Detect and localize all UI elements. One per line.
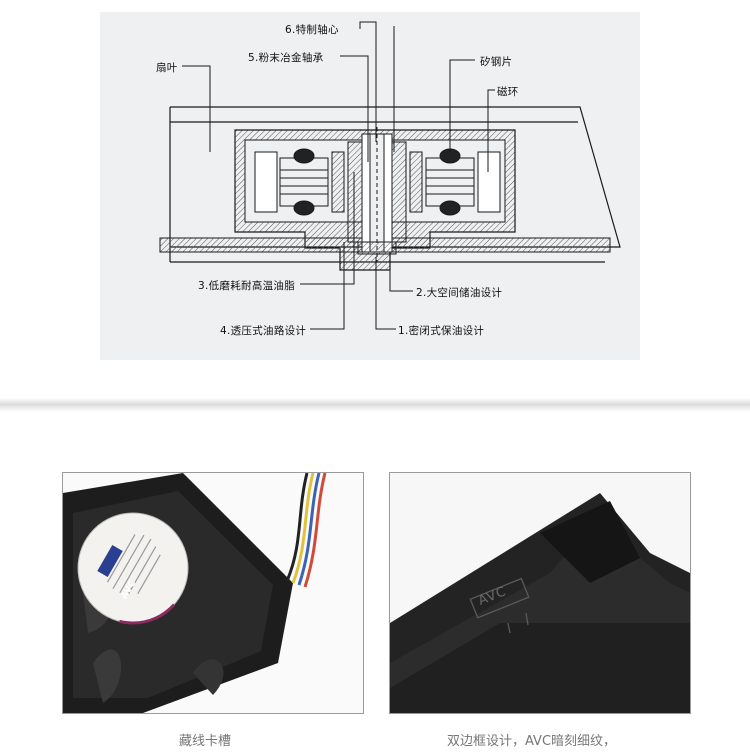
section-divider: [0, 398, 750, 412]
fan-frame-photo: [390, 473, 690, 713]
label-magnet-ring: 磁环: [497, 86, 519, 98]
label-large-oil-space: 2.大空间储油设计: [416, 287, 503, 299]
label-blade: 扇叶: [156, 62, 178, 74]
cross-section-drawing: [159, 21, 621, 330]
label-sealed-oil-design: 1.密闭式保油设计: [398, 325, 485, 337]
caption-cable-slot: 藏线卡槽: [179, 734, 232, 749]
stator-left: [254, 148, 345, 216]
label-oil-path-design: 4.透压式油路设计: [220, 325, 307, 337]
label-steel-sheet: 矽钢片: [480, 56, 513, 68]
stator-right: [409, 148, 501, 216]
fan-sticker-photo: [63, 473, 363, 713]
shaft-and-bearing: [347, 127, 407, 262]
leader-lines: [182, 21, 495, 330]
label-low-wear-grease: 3.低磨耗耐高温油脂: [198, 280, 296, 292]
label-special-shaft: 6.特制轴心: [285, 24, 339, 36]
label-powder-bearing: 5.粉末冶金轴承: [248, 52, 324, 64]
fan-cross-section-diagram: 6.特制轴心 5.粉末冶金轴承 扇叶 矽钢片 磁环 3.低磨耗耐高温油脂 2.大…: [100, 12, 640, 360]
photo-double-frame: AVC: [389, 472, 691, 714]
caption-double-frame: 双边框设计，AVC暗刻细纹，: [447, 734, 617, 749]
photo-cable-slot: AVC: [62, 472, 364, 714]
